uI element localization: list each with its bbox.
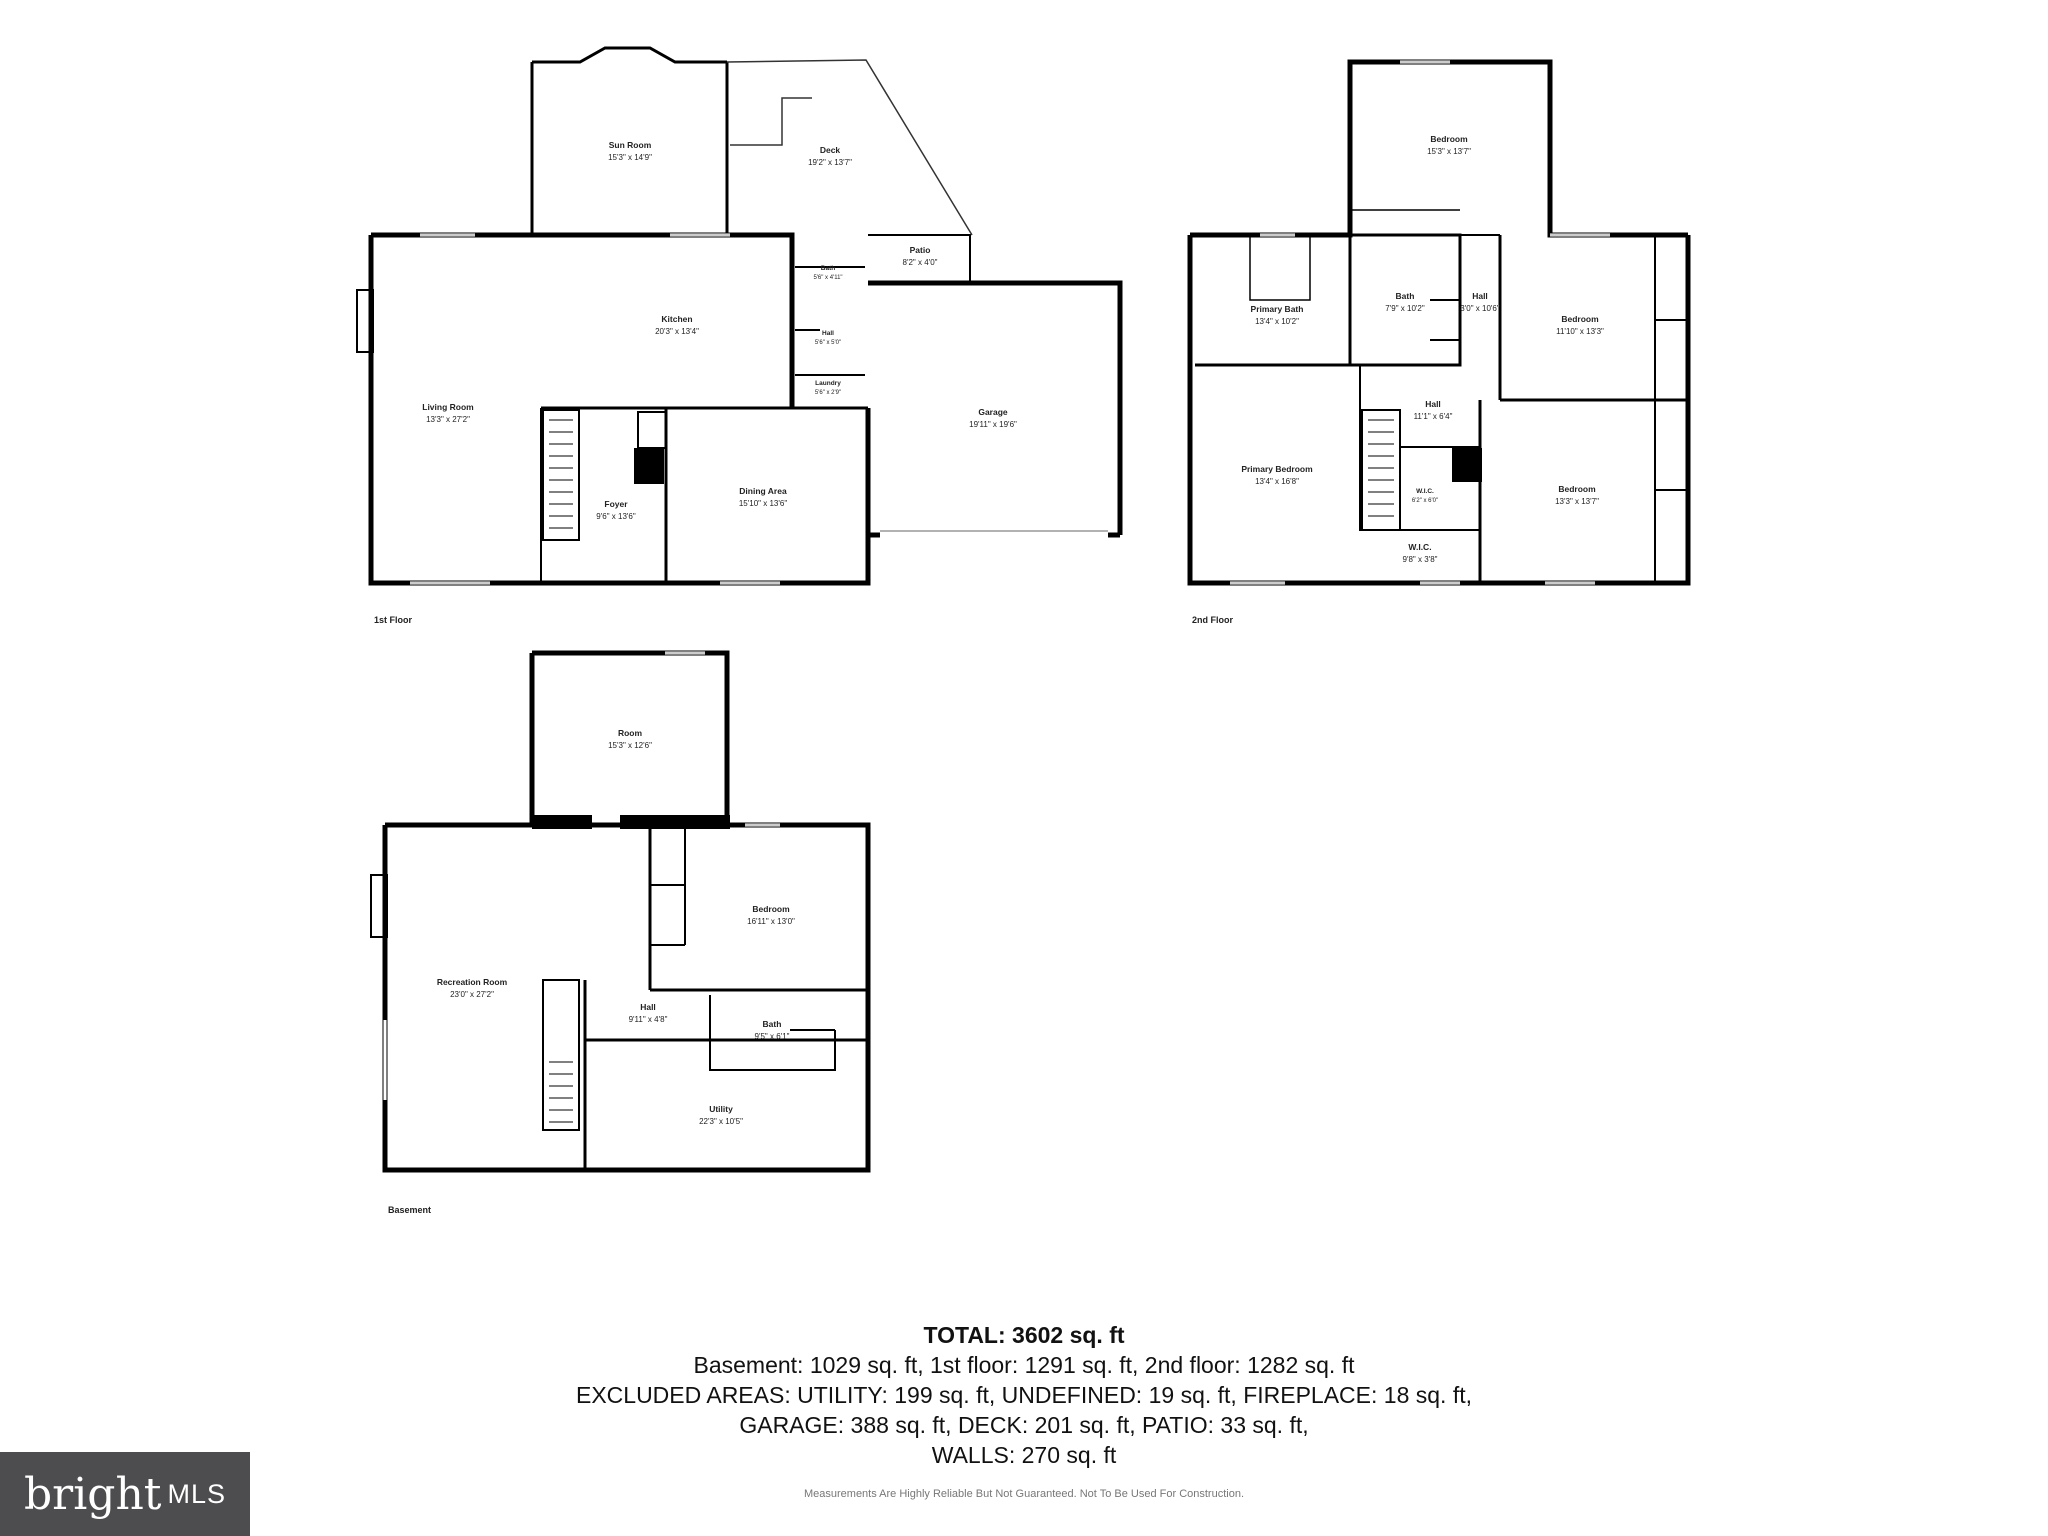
room-dimensions: 5'6" x 4'11"	[813, 275, 842, 281]
room-dimensions: 13'3" x 27'2"	[426, 415, 470, 424]
room-name: Kitchen	[661, 314, 692, 324]
room-name: Deck	[820, 145, 841, 155]
room-dimensions: 9'6" x 13'6"	[596, 512, 636, 521]
room-dimensions: 3'0" x 10'6"	[1460, 304, 1500, 313]
floor-areas: Basement: 1029 sq. ft, 1st floor: 1291 s…	[693, 1352, 1355, 1378]
room-dimensions: 15'3" x 13'7"	[1427, 147, 1471, 156]
room-name: Patio	[910, 245, 931, 255]
room-dimensions: 9'11" x 4'8"	[629, 1015, 668, 1024]
total-area: TOTAL: 3602 sq. ft	[923, 1322, 1125, 1348]
room-dimensions: 23'0" x 27'2"	[450, 990, 494, 999]
room-name: Sun Room	[609, 140, 652, 150]
room-dimensions: 19'11" x 19'6"	[969, 420, 1017, 429]
area-summary: TOTAL: 3602 sq. ft Basement: 1029 sq. ft…	[0, 1320, 2048, 1470]
floor-label-basement: Basement	[388, 1205, 431, 1215]
room-dimensions: 8'2" x 4'0"	[903, 258, 938, 267]
room-dimensions: 9'5" x 6'1"	[755, 1032, 790, 1041]
room-name: Dining Area	[739, 486, 787, 496]
room-dimensions: 9'8" x 3'8"	[1403, 555, 1438, 564]
floor-label-second: 2nd Floor	[1192, 615, 1233, 625]
floor-label-first: 1st Floor	[374, 615, 413, 625]
room-dimensions: 15'3" x 12'6"	[608, 741, 652, 750]
room-name: Hall	[640, 1002, 656, 1012]
room-dimensions: 15'10" x 13'6"	[739, 499, 787, 508]
first-floor-plan	[356, 46, 1123, 586]
room-dimensions: 15'3" x 14'9"	[608, 153, 652, 162]
room-dimensions: 11'10" x 13'3"	[1556, 327, 1604, 336]
excluded-areas-line-3: WALLS: 270 sq. ft	[931, 1442, 1117, 1468]
room-dimensions: 19'2" x 13'7"	[808, 158, 852, 167]
second-floor-plan	[1187, 59, 1691, 586]
room-dimensions: 13'4" x 10'2"	[1255, 317, 1299, 326]
room-name: Foyer	[604, 499, 628, 509]
room-name: Hall	[822, 330, 834, 337]
room-labels: Sun Room 15'3" x 14'9" Deck 19'2" x 13'7…	[422, 134, 1604, 1126]
bright-mls-logo: bright MLS	[0, 1452, 250, 1536]
room-name: Bedroom	[1558, 484, 1596, 494]
room-dimensions: 20'3" x 13'4"	[655, 327, 699, 336]
room-name: Bedroom	[1561, 314, 1599, 324]
logo-suffix: MLS	[167, 1478, 226, 1509]
room-name: Garage	[978, 407, 1008, 417]
room-name: Bath	[821, 265, 835, 272]
room-dimensions: 13'3" x 13'7"	[1555, 497, 1599, 506]
room-name: Hall	[1425, 399, 1441, 409]
room-dimensions: 22'3" x 10'5"	[699, 1117, 743, 1126]
room-name: Bedroom	[752, 904, 790, 914]
room-dimensions: 7'9" x 10'2"	[1385, 304, 1425, 313]
room-name: Living Room	[422, 402, 474, 412]
room-name: Bedroom	[1430, 134, 1468, 144]
basement-plan	[370, 650, 871, 1173]
room-name: W.I.C.	[1408, 542, 1431, 552]
room-name: Primary Bedroom	[1241, 464, 1313, 474]
room-name: Bath	[1396, 291, 1415, 301]
room-name: Hall	[1472, 291, 1488, 301]
excluded-areas-line-1: EXCLUDED AREAS: UTILITY: 199 sq. ft, UND…	[575, 1382, 1473, 1408]
room-dimensions: 5'6" x 2'9"	[815, 390, 841, 396]
room-dimensions: 5'6" x 5'0"	[815, 340, 841, 346]
room-dimensions: 16'11" x 13'0"	[747, 917, 795, 926]
logo-brand: bright	[24, 1468, 162, 1520]
room-name: W.I.C.	[1416, 488, 1434, 495]
room-dimensions: 11'1" x 6'4"	[1414, 412, 1453, 421]
room-name: Bath	[763, 1019, 782, 1029]
room-name: Primary Bath	[1251, 304, 1304, 314]
room-name: Recreation Room	[437, 977, 508, 987]
room-name: Utility	[709, 1104, 733, 1114]
room-dimensions: 13'4" x 16'8"	[1255, 477, 1299, 486]
room-dimensions: 6'2" x 6'0"	[1412, 498, 1438, 504]
excluded-areas-line-2: GARAGE: 388 sq. ft, DECK: 201 sq. ft, PA…	[739, 1412, 1309, 1438]
room-name: Laundry	[815, 380, 841, 387]
room-name: Room	[618, 728, 643, 738]
disclaimer: Measurements Are Highly Reliable But Not…	[803, 1488, 1244, 1500]
